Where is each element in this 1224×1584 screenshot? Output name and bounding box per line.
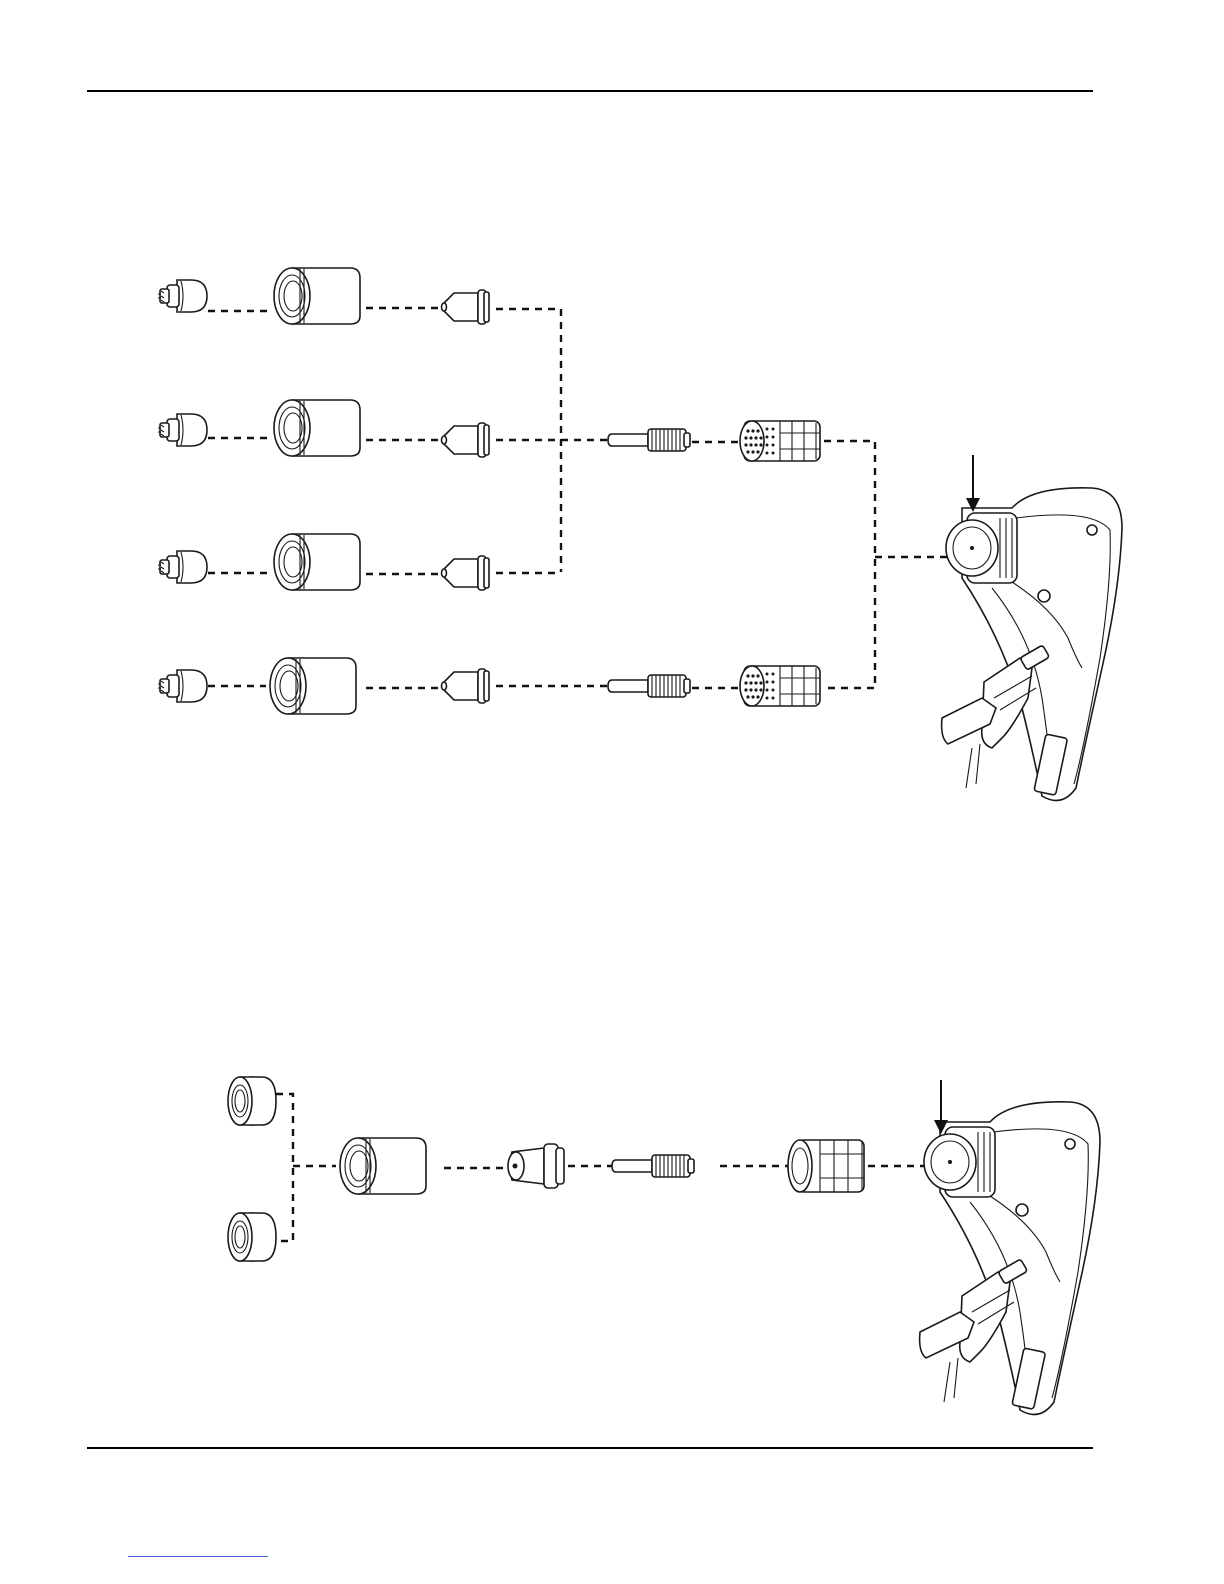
electrode-row-4 (608, 675, 690, 697)
retaining-cup-bottom (340, 1138, 426, 1194)
swirl-ring-row-4 (740, 666, 820, 706)
kit-options-diagram (158, 268, 1122, 801)
row-4 (158, 658, 820, 714)
torch-bottom (920, 1102, 1100, 1415)
nozzle-row-3 (442, 556, 490, 590)
retaining-cup-row-3 (274, 534, 360, 590)
shield-option-1 (228, 1077, 276, 1125)
nozzle-row-1 (442, 290, 490, 324)
shield-ring-row-4 (158, 670, 207, 702)
torch-top (942, 488, 1122, 801)
shield-ring-row-3 (158, 551, 207, 583)
row-2 (158, 400, 875, 688)
retaining-cup-row-4 (270, 658, 356, 714)
retaining-cup-row-2 (274, 400, 360, 456)
swirl-ring-bottom (788, 1140, 864, 1192)
nozzle-row-2 (442, 423, 490, 457)
swirl-ring-row-2 (740, 421, 820, 461)
shield-ring-row-1 (158, 280, 207, 312)
install-arrow-top (966, 455, 980, 512)
shield-ring-row-2 (158, 414, 207, 446)
retaining-cup-row-1 (274, 268, 360, 324)
nozzle-row-4 (442, 669, 490, 703)
electrode-bottom (612, 1155, 694, 1177)
electrode-row-2 (608, 429, 690, 451)
shield-option-2 (228, 1213, 276, 1261)
nozzle-bottom (508, 1144, 564, 1188)
stack-assembly-diagram (228, 1077, 1100, 1415)
row-3 (158, 534, 561, 590)
